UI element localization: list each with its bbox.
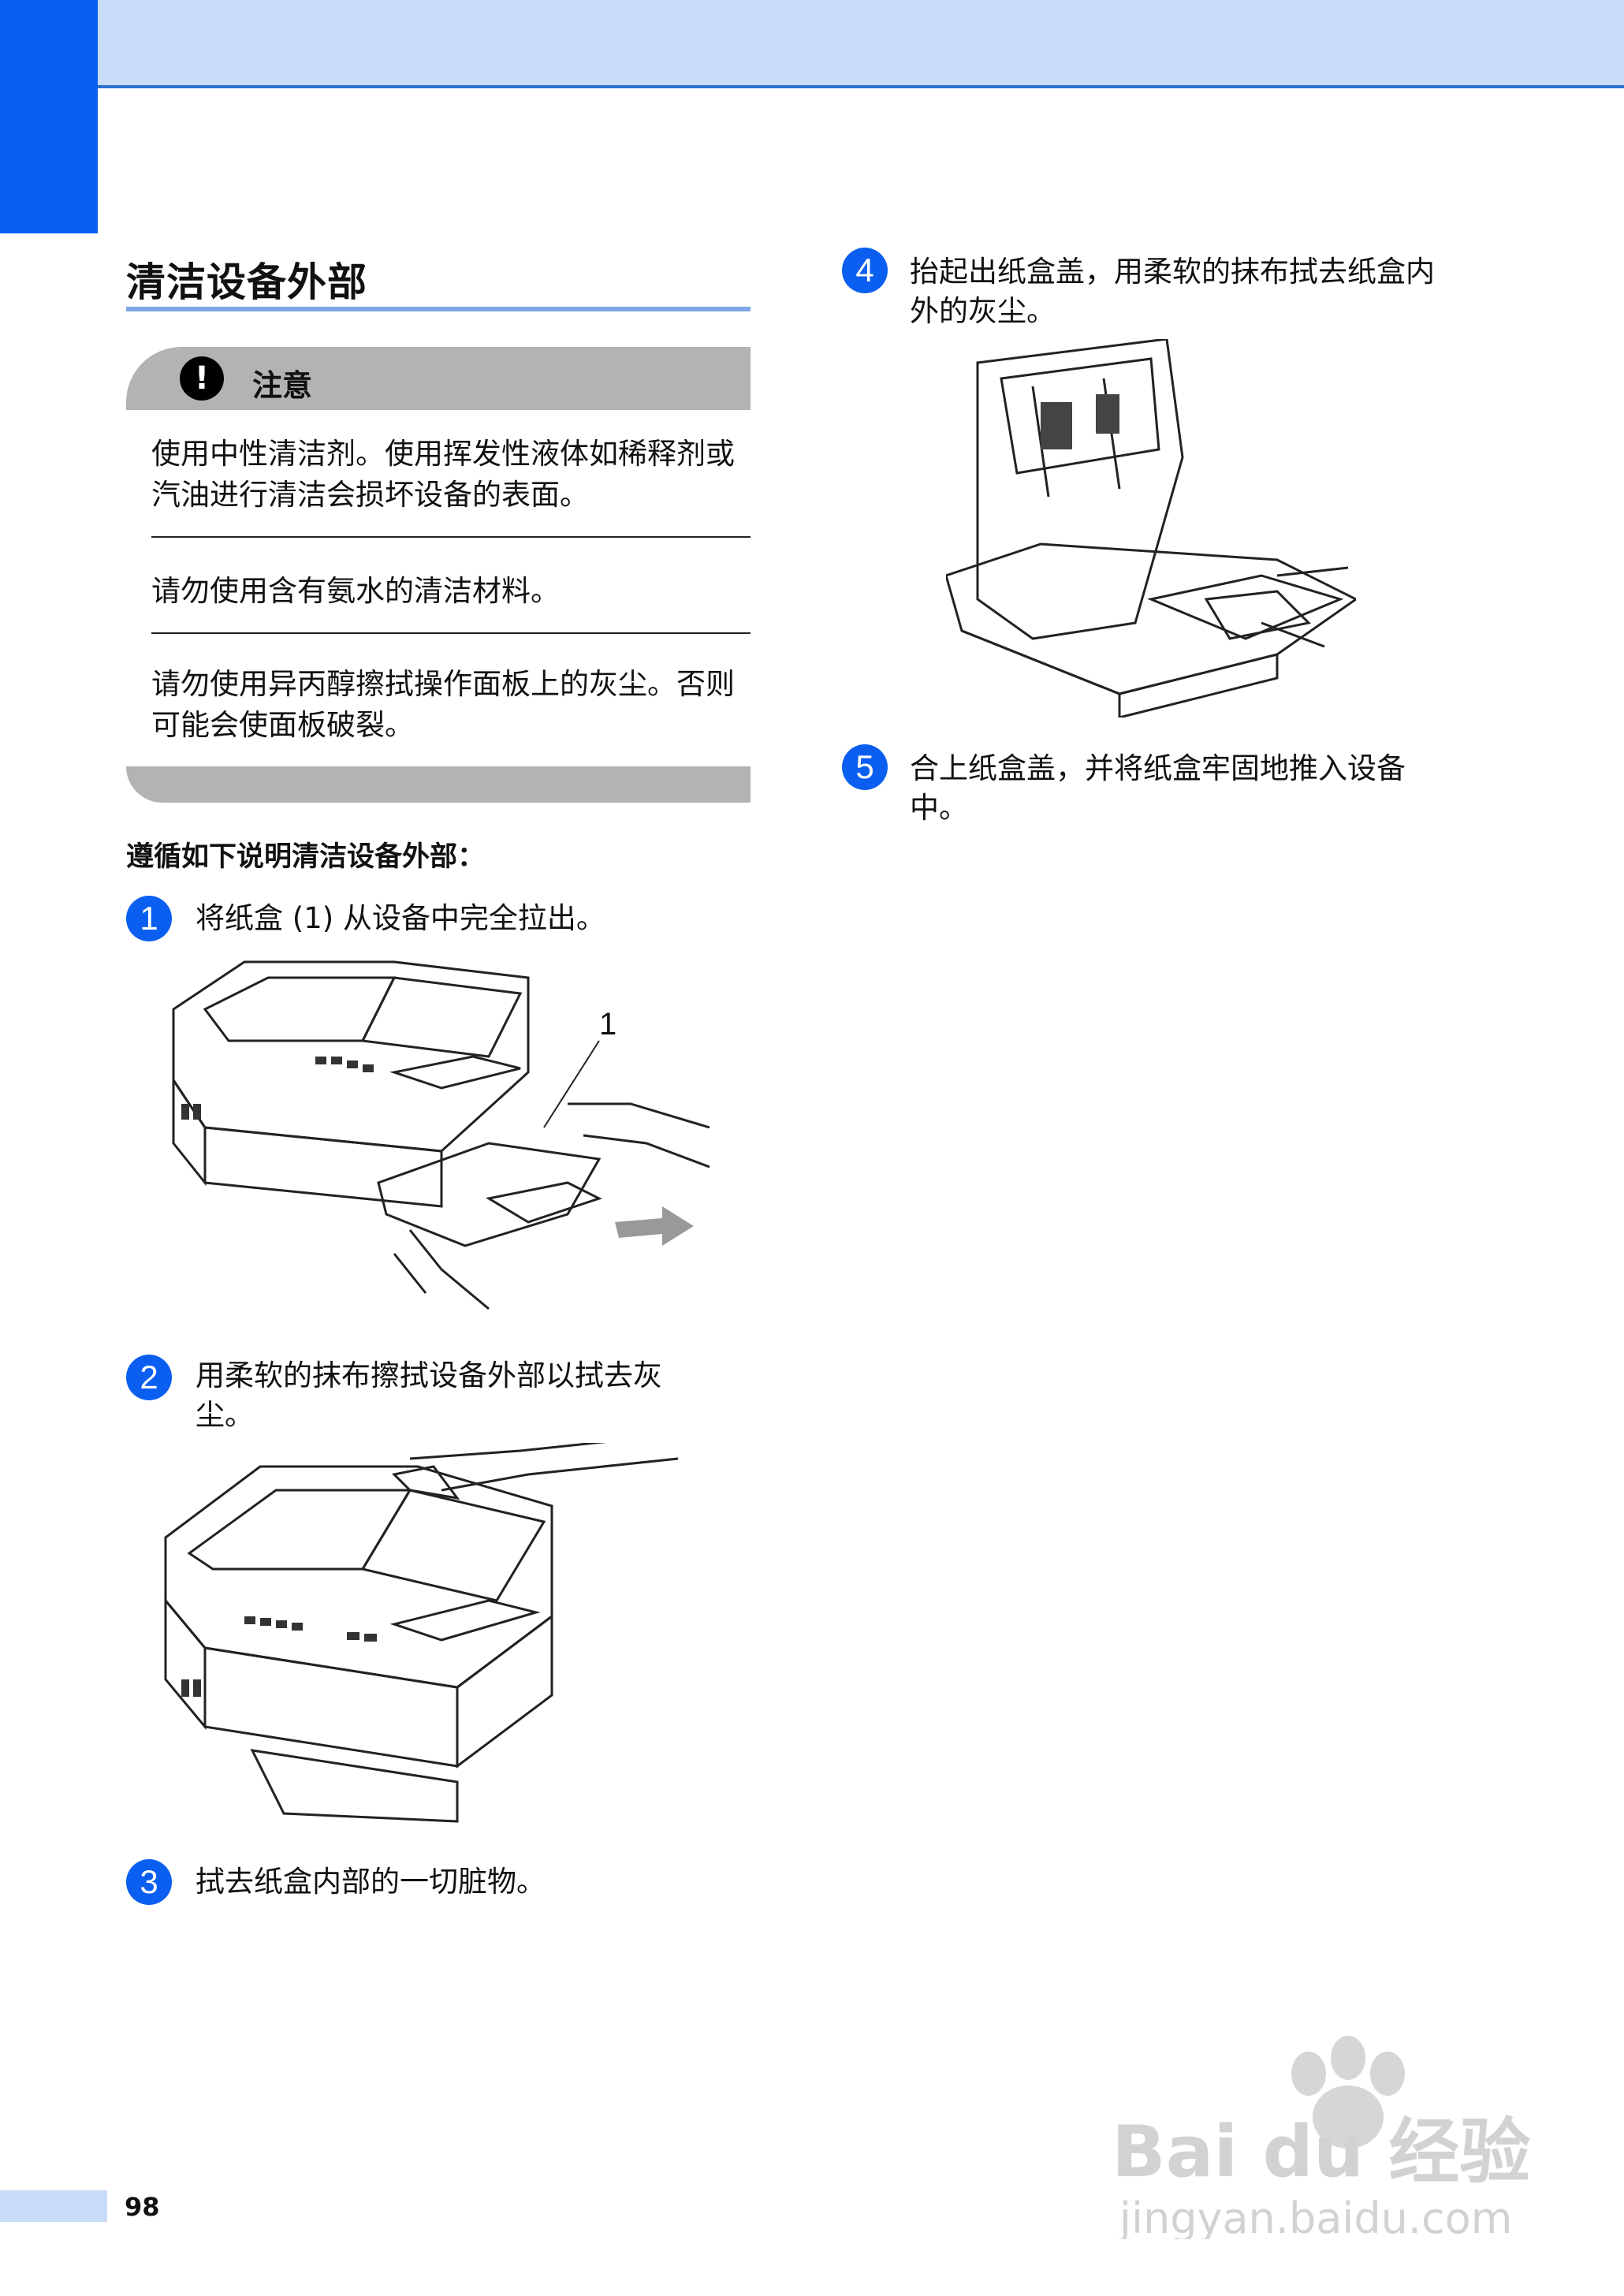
watermark-brand: Bai du 经验 [1112,2111,1530,2194]
caution-label: 注意 [252,368,313,403]
caution-divider [151,632,751,634]
step-text: 用柔软的抹布擦拭设备外部以拭去灰尘。 [196,1359,662,1432]
step-number: 5 [842,744,888,790]
exclamation-icon: ! [180,356,224,401]
caution-item-3: 请勿使用异丙醇擦拭操作面板上的灰尘。否则可能会使面板破裂。 [151,667,735,742]
baidu-watermark: Bai du 经验 jingyan.baidu.com [1112,2036,1530,2239]
paper-tray-cover-illustration [946,339,1356,718]
caution-footer [126,766,751,803]
chapter-tab [0,0,98,233]
caution-header: ! 注意 [126,347,751,410]
header-band [0,0,1624,88]
caution-item-1: 使用中性清洁剂。使用挥发性液体如稀释剂或汽油进行清洁会损坏设备的表面。 [151,437,735,512]
callout-label: 1 [599,1007,616,1042]
footer-bar [0,2190,107,2222]
step-number: 1 [126,896,172,941]
step-text: 拭去纸盒内部的一切脏物。 [196,1865,546,1899]
watermark-url: jingyan.baidu.com [1119,2194,1512,2239]
step-number: 4 [842,248,888,293]
intro-text: 遵循如下说明清洁设备外部： [126,841,486,873]
caution-item-2: 请勿使用含有氨水的清洁材料。 [151,574,560,608]
page-number: 98 [125,2192,160,2222]
section-title: 清洁设备外部 [126,259,367,305]
step-text: 将纸盒 (1) 从设备中完全拉出。 [196,901,605,935]
printer-wipe-illustration [164,1443,679,1823]
step-number: 3 [126,1859,172,1905]
title-underline [126,307,751,311]
step-number: 2 [126,1355,172,1400]
printer-pull-tray-illustration: 1 [172,960,710,1310]
step-text: 合上纸盒盖，并将纸盒牢固地推入设备中。 [910,751,1406,825]
step-text: 抬起出纸盒盖，用柔软的抹布拭去纸盒内外的灰尘。 [910,255,1435,328]
caution-divider [151,536,751,538]
